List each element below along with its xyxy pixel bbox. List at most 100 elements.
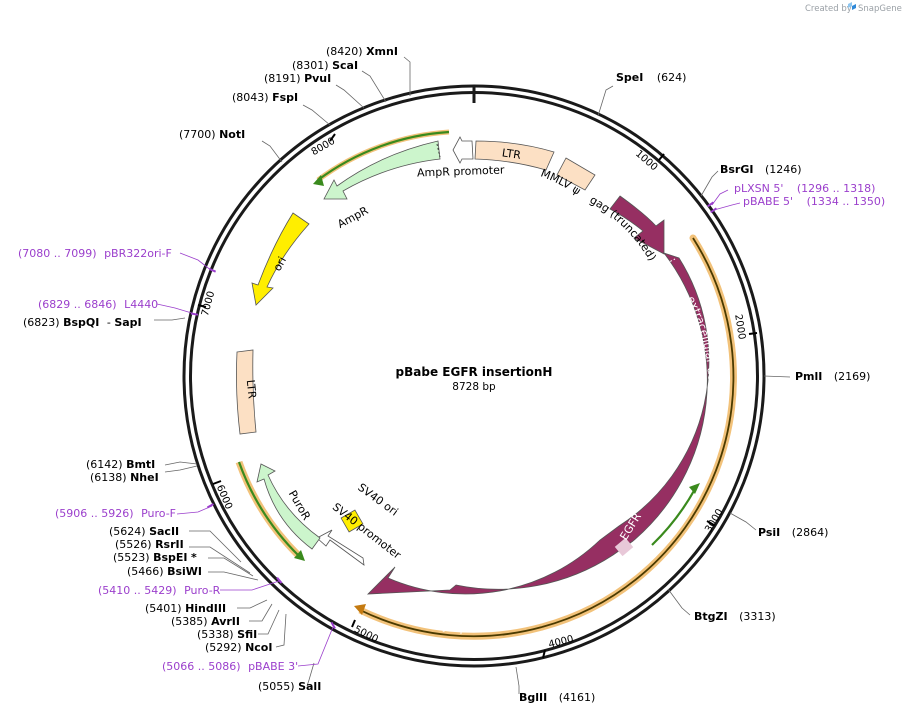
sali-position: (5055) xyxy=(258,680,295,693)
sv40-ori-label: SV40 ori xyxy=(355,481,400,519)
feature-ampr[interactable]: AmpR xyxy=(323,140,441,231)
credit-brand: SnapGene xyxy=(858,4,902,14)
site-bglii[interactable]: BglII (4161) xyxy=(519,691,595,704)
svg-text:(5466) BsiWI: (5466) BsiWI xyxy=(127,565,202,578)
xmni-name: XmnI xyxy=(366,45,398,58)
site-fspi[interactable]: (8043) FspI xyxy=(232,91,298,104)
site-pvui[interactable]: (8191) PvuI xyxy=(264,72,331,85)
bglii-position: (4161) xyxy=(559,691,596,704)
bsiwi-position: (5466) xyxy=(127,565,164,578)
noti-position: (7700) xyxy=(179,128,216,141)
scai-name: ScaI xyxy=(332,59,358,72)
psii-name: PsiI xyxy=(758,526,780,539)
feature-egfr[interactable]: extracellular domain EGFR cytoplasmic do… xyxy=(366,252,719,635)
site-bspqi[interactable]: (6823) BspQI - SapI xyxy=(23,316,142,329)
sapi-name: SapI xyxy=(114,316,141,329)
ncoi-name: NcoI xyxy=(245,641,272,654)
site-nhei[interactable]: (6138) NheI xyxy=(90,471,159,484)
primer-plxsn[interactable]: pLXSN 5' (1296 .. 1318) xyxy=(734,182,875,195)
site-rsrii[interactable]: (5526) RsrII xyxy=(115,538,184,551)
svg-text:(8301) ScaI: (8301) ScaI xyxy=(292,59,358,72)
feature-ori[interactable]: ori xyxy=(251,212,310,306)
primer-pbabe3[interactable]: (5066 .. 5086) pBABE 3' xyxy=(162,660,298,673)
bsrgi-name: BsrGI xyxy=(720,163,753,176)
site-ncoi[interactable]: (5292) NcoI xyxy=(205,641,272,654)
sfii-name: SfiI xyxy=(237,628,257,641)
site-psii[interactable]: PsiI (2864) xyxy=(758,526,828,539)
feature-puror[interactable]: PuroR xyxy=(256,463,321,550)
primer-marks xyxy=(190,201,718,629)
rsrii-position: (5526) xyxy=(115,538,152,551)
puror-name: Puro-R xyxy=(184,584,221,597)
svg-text:BsrGI (1246): BsrGI (1246) xyxy=(720,163,802,176)
primer-pbabe5[interactable]: pBABE 5' (1334 .. 1350) xyxy=(743,195,885,208)
site-pmli[interactable]: PmlI (2169) xyxy=(795,370,870,383)
feature-ampr-promoter[interactable]: AmpR promoter xyxy=(417,136,505,179)
plasmid-length: 8728 bp xyxy=(452,381,496,393)
feature-gag[interactable]: gag (truncated) xyxy=(588,193,665,263)
tick-8000: 8000 xyxy=(310,136,338,158)
nhei-name: NheI xyxy=(130,471,159,484)
svg-text:SpeI (624): SpeI (624) xyxy=(616,71,686,84)
spei-position: (624) xyxy=(657,71,687,84)
nhei-position: (6138) xyxy=(90,471,127,484)
svg-text:(5624) SacII: (5624) SacII xyxy=(109,525,179,538)
svg-text:(5401) HindIII: (5401) HindIII xyxy=(145,602,226,615)
pbabe5-range: (1334 .. 1350) xyxy=(807,195,886,208)
btgzi-name: BtgZI xyxy=(694,610,728,623)
hindiii-position: (5401) xyxy=(145,602,182,615)
svg-text:(7080 .. 7099) pBR322ori-F: (7080 .. 7099) pBR322ori-F xyxy=(18,247,172,260)
svg-text:(6829 .. 6846) L4440: (6829 .. 6846) L4440 xyxy=(38,298,158,311)
svg-text:pLXSN 5' (1296 .. 1318): pLXSN 5' (1296 .. 1318) xyxy=(734,182,875,195)
site-avrii[interactable]: (5385) AvrII xyxy=(171,615,240,628)
bsiwi-name: BsiWI xyxy=(167,565,202,578)
bsrgi-position: (1246) xyxy=(765,163,802,176)
tick-2000: 2000 xyxy=(732,314,747,341)
site-bsiwi[interactable]: (5466) BsiWI xyxy=(127,565,202,578)
site-btgzi[interactable]: BtgZI (3313) xyxy=(694,610,776,623)
site-sacii[interactable]: (5624) SacII xyxy=(109,525,179,538)
bspei-position: (5523) xyxy=(113,551,150,564)
primer-l4440[interactable]: (6829 .. 6846) L4440 xyxy=(38,298,158,311)
site-bspei[interactable]: (5523) BspEI * xyxy=(113,551,197,564)
site-hindiii[interactable]: (5401) HindIII xyxy=(145,602,226,615)
site-scai[interactable]: (8301) ScaI xyxy=(292,59,358,72)
ltr-left-label: LTR xyxy=(244,379,259,400)
site-connectors xyxy=(154,56,791,694)
scai-position: (8301) xyxy=(292,59,329,72)
sacii-name: SacII xyxy=(149,525,179,538)
site-sfii[interactable]: (5338) SfiI xyxy=(197,628,257,641)
pbr322-name: pBR322ori-F xyxy=(104,247,172,260)
btgzi-position: (3313) xyxy=(739,610,776,623)
l4440-name: L4440 xyxy=(124,298,158,311)
pmli-name: PmlI xyxy=(795,370,822,383)
svg-text:(6138) NheI: (6138) NheI xyxy=(90,471,159,484)
svg-text:(6823) BspQI - SapI: (6823) BspQI - SapI xyxy=(23,316,142,329)
puror-range: (5410 .. 5429) xyxy=(98,584,177,597)
feature-ltr-top[interactable]: LTR xyxy=(474,140,555,171)
primer-puro-r[interactable]: (5410 .. 5429) Puro-R xyxy=(98,584,221,597)
snapgene-logo-icon xyxy=(848,2,856,10)
bspqi-position: (6823) xyxy=(23,316,60,329)
tick-3000: 3000 xyxy=(703,507,726,534)
xmni-position: (8420) xyxy=(326,45,363,58)
primer-pbr322ori-f[interactable]: (7080 .. 7099) pBR322ori-F xyxy=(18,247,172,260)
svg-text:BglII (4161): BglII (4161) xyxy=(519,691,595,704)
avrii-position: (5385) xyxy=(171,615,208,628)
svg-text:PmlI (2169): PmlI (2169) xyxy=(795,370,870,383)
site-sali[interactable]: (5055) SalI xyxy=(258,680,321,693)
ltr-top-label: LTR xyxy=(501,146,522,162)
feature-ltr-left[interactable]: LTR xyxy=(236,349,259,435)
site-xmni[interactable]: (8420) XmnI xyxy=(326,45,398,58)
site-noti[interactable]: (7700) NotI xyxy=(179,128,245,141)
site-bmti[interactable]: (6142) BmtI xyxy=(86,458,155,471)
translation-arrowhead-egfr xyxy=(354,604,366,615)
bspei-name: BspEI xyxy=(153,551,187,564)
bglii-name: BglII xyxy=(519,691,547,704)
site-bsrgi[interactable]: BsrGI (1246) xyxy=(720,163,802,176)
svg-text:(8043) FspI: (8043) FspI xyxy=(232,91,298,104)
svg-text:(5385) AvrII: (5385) AvrII xyxy=(171,615,240,628)
site-spei[interactable]: SpeI (624) xyxy=(616,71,686,84)
spei-name: SpeI xyxy=(616,71,643,84)
primer-puro-f[interactable]: (5906 .. 5926) Puro-F xyxy=(55,507,176,520)
